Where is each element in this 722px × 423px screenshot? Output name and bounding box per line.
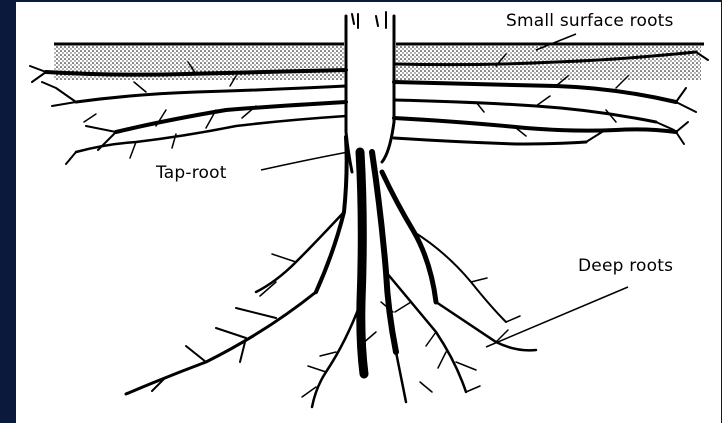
diagram-panel: Small surface roots Tap-root Deep roots [16,2,721,423]
leader-lines [261,34,628,347]
root-system-illustration [16,2,721,423]
taproot-label: Tap-root [156,163,227,183]
surface-roots-label: Small surface roots [506,11,674,31]
taproot-leader [261,152,348,170]
deep-roots [126,212,536,407]
deep-roots-label: Deep roots [578,256,673,276]
deep-roots-leader [486,287,628,347]
